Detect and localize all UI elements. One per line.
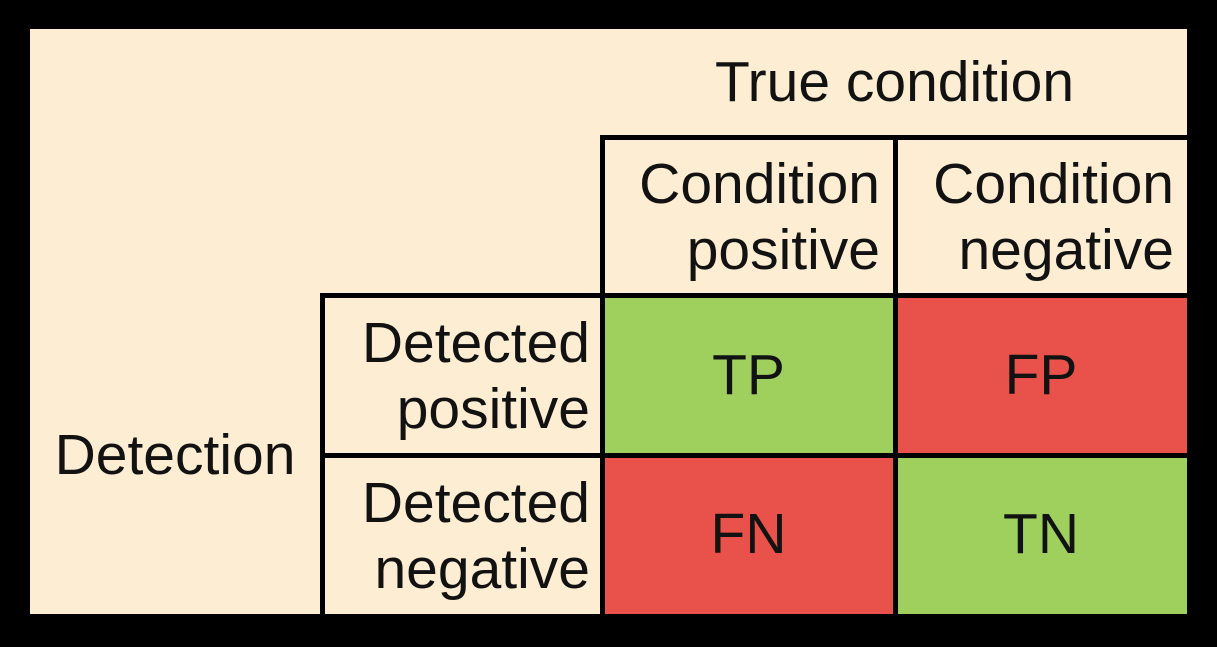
col-header-condition-positive-line1: Condition xyxy=(639,151,880,216)
col-header-condition-positive: Condition positive xyxy=(605,140,893,293)
row-header-detected-negative: Detected negative xyxy=(325,458,600,614)
grid-line-vertical-left xyxy=(600,137,605,614)
row-header-detected-positive: Detected positive xyxy=(325,298,600,453)
detection-axis-label: Detection xyxy=(54,422,296,487)
cell-true-positive: TP xyxy=(602,295,895,455)
grid-line-horizontal-bottom xyxy=(320,453,1187,458)
cell-false-negative-label: FN xyxy=(710,502,787,566)
row-header-detected-negative-line2: negative xyxy=(374,537,590,601)
cell-false-positive-label: FP xyxy=(1004,342,1078,407)
true-condition-axis-label: True condition xyxy=(714,50,1075,114)
grid-line-vertical-middle xyxy=(893,137,898,614)
col-header-condition-negative: Condition negative xyxy=(898,140,1187,293)
cell-true-negative-label: TN xyxy=(1003,502,1079,566)
grid-line-horizontal-top xyxy=(600,135,1187,140)
col-header-condition-positive-line2: positive xyxy=(686,217,880,282)
row-header-detected-positive-line1: Detected xyxy=(361,310,590,375)
cell-false-positive: FP xyxy=(895,295,1187,455)
grid-line-horizontal-middle xyxy=(320,293,1187,298)
col-header-condition-negative-line1: Condition xyxy=(933,151,1174,216)
cell-true-positive-label: TP xyxy=(712,342,785,407)
row-header-detected-positive-line2: positive xyxy=(396,376,590,441)
cell-true-negative: TN xyxy=(895,455,1187,614)
row-header-detected-negative-line1: Detected xyxy=(361,471,590,535)
col-header-condition-negative-line2: negative xyxy=(958,217,1174,282)
cell-false-negative: FN xyxy=(602,455,895,614)
